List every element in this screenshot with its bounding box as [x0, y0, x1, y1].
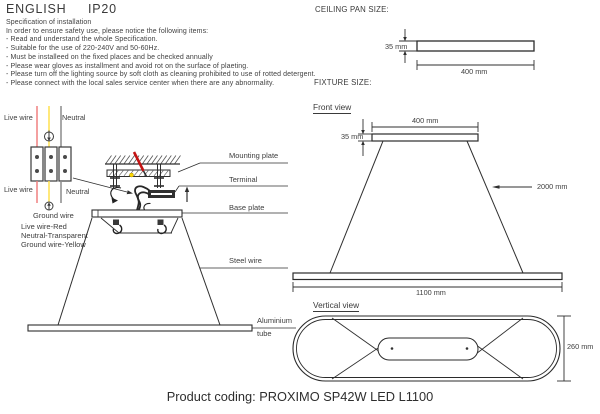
- ceiling-pan-title: CEILING PAN SIZE:: [315, 5, 389, 14]
- ground-symbol-top: [44, 130, 54, 142]
- front-wire-left: [329, 140, 384, 274]
- vertical-view-drawing: [292, 315, 571, 382]
- ip-rating: IP20: [88, 2, 117, 16]
- canopy-dot-left: [390, 347, 394, 350]
- base-plate-label: Base plate: [229, 203, 265, 212]
- aluminium-tube-label-line2: tube: [257, 329, 272, 338]
- vertical-inner-ring: [296, 319, 557, 378]
- front-wire-right: [466, 140, 524, 274]
- wire-length-arrow: [492, 185, 532, 189]
- hook-left: [112, 219, 123, 235]
- ceiling-hatch: [105, 155, 181, 165]
- legend-ground: Ground wire-Yellow: [21, 240, 86, 249]
- spec-title: Specification of installation: [6, 19, 92, 26]
- legend-live: Live wire-Red: [21, 222, 67, 231]
- steel-wire-label: Steel wire: [229, 256, 262, 265]
- spec-text-block: Specification of installation In order t…: [6, 19, 316, 89]
- terminal-block-shape: [148, 190, 175, 198]
- language-title: ENGLISH: [6, 2, 67, 16]
- pan-height-value: 35 mm: [385, 42, 408, 51]
- wiring-diagram: [30, 106, 72, 211]
- hook-right: [157, 219, 167, 235]
- up-arrow: [184, 186, 190, 202]
- rotate-arrow-upper: [110, 186, 122, 204]
- vertical-canopy-shape: [377, 337, 479, 361]
- vertical-view-label: Vertical view: [313, 300, 360, 312]
- front-view-label: Front view: [313, 102, 352, 114]
- bottom-live-label: Live wire: [4, 185, 33, 194]
- base-plate-shape: [91, 209, 183, 234]
- installation-diagram: [27, 151, 296, 332]
- front-top-width-dimension: [371, 122, 479, 132]
- front-bottom-width-dimension: [292, 282, 563, 292]
- steel-wire-right: [181, 217, 221, 326]
- front-tube-shape: [292, 272, 563, 281]
- canopy-dot-right: [465, 347, 469, 350]
- wiring-leader-arrow: [72, 177, 133, 195]
- front-canopy-shape: [371, 133, 479, 142]
- pan-width-value: 400 mm: [461, 67, 488, 76]
- ceiling-pan-shape: [416, 40, 535, 52]
- top-live-label: Live wire: [4, 113, 33, 122]
- vertical-outer-ring: [292, 315, 561, 382]
- label-leader-lines: [174, 162, 288, 269]
- spec-item: - Suitable for the use of 220-240V and 5…: [6, 45, 160, 53]
- product-coding: Product coding: PROXIMO SP42W LED L1100: [166, 389, 434, 404]
- legend-neutral: Neutral-Transparent: [21, 231, 88, 240]
- aluminium-tube-label-line1: Aluminium: [257, 316, 293, 325]
- terminal-blocks: [30, 146, 72, 182]
- front-bottom-width-value: 1100 mm: [416, 288, 446, 297]
- ceiling-pan-drawing: [399, 29, 535, 70]
- spec-item: - Please turn off the lighting source by…: [6, 71, 316, 79]
- mounting-plate-label: Mounting plate: [229, 151, 279, 160]
- ground-wire-label: Ground wire: [33, 211, 74, 220]
- terminal-label: Terminal: [229, 175, 258, 184]
- vertical-height-dimension: [557, 315, 571, 382]
- fixture-size-title: FIXTURE SIZE:: [314, 78, 372, 87]
- mounting-bolts: [110, 164, 164, 188]
- spec-item: - Read and understand the whole Specific…: [6, 36, 158, 44]
- pan-height-dimension: [399, 29, 417, 63]
- screwdriver-icon: [132, 151, 148, 177]
- vertical-height-value: 260 mm: [567, 342, 594, 351]
- top-neutral-label: Neutral: [62, 113, 86, 122]
- spec-item: - Please wear gloves as installment and …: [6, 62, 249, 70]
- bottom-neutral-label: Neutral: [66, 187, 90, 196]
- front-wire-length-value: 2000 mm: [537, 182, 568, 191]
- spec-item: - Please connect with the local sales se…: [6, 79, 275, 87]
- spec-intro: In order to ensure safety use, please no…: [6, 27, 209, 35]
- ground-screw-dot: [129, 172, 134, 178]
- front-top-height-value: 35 mm: [341, 132, 364, 141]
- ground-symbol-bottom: [44, 201, 54, 211]
- pan-width-dimension: [416, 60, 535, 70]
- spec-item: - Must be installeed on the fixed places…: [6, 53, 213, 61]
- front-top-width-value: 400 mm: [412, 116, 439, 125]
- front-view-drawing: [292, 119, 563, 292]
- steel-wire-left: [57, 217, 93, 326]
- aluminium-tube-shape: [27, 324, 253, 332]
